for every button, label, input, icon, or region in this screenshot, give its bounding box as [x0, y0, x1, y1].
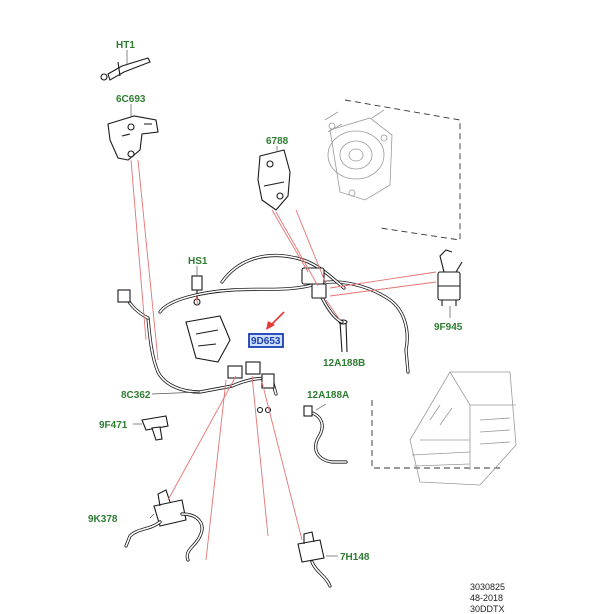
- label-leader-lines: [151, 391, 327, 411]
- part-6788-bracket: [257, 146, 291, 211]
- label-8c362: 8C362: [121, 390, 151, 401]
- part-9f945-solenoid: [437, 249, 463, 318]
- highlight-box-9d653: [248, 333, 284, 348]
- label-12a188b: 12A188B: [323, 358, 365, 369]
- dashed-reference-outline-lower: [371, 400, 500, 469]
- label-9f471: 9F471: [99, 420, 128, 431]
- footer-code-3: 30DDTX: [470, 604, 505, 614]
- part-9k378-valve: [124, 489, 204, 562]
- label-9f945: 9F945: [434, 322, 463, 333]
- main-wiring-harness: [117, 253, 410, 414]
- part-7h148-sensor: [297, 531, 338, 588]
- label-7h148: 7H148: [340, 552, 370, 563]
- part-ht1-sensor: [100, 50, 151, 81]
- label-hs1: HS1: [188, 256, 208, 267]
- part-6c693-bracket: [107, 104, 159, 161]
- red-arrow-icon: [266, 311, 285, 330]
- label-6788: 6788: [266, 136, 289, 147]
- footer-code-2: 48-2018: [470, 593, 503, 603]
- part-9f471-fitting: [133, 415, 169, 441]
- label-9d653: 9D653: [251, 336, 281, 347]
- part-12a188a-hose: [303, 405, 348, 464]
- label-9k378: 9K378: [88, 514, 118, 525]
- part-12a188b-hose: [338, 319, 348, 353]
- ghosted-air-cleaner: [409, 371, 517, 486]
- footer-code-1: 3030825: [470, 582, 505, 592]
- label-ht1: HT1: [116, 40, 135, 51]
- label-12a188a: 12A188A: [307, 390, 349, 401]
- dashed-reference-outline-upper: [344, 99, 461, 241]
- label-6c693: 6C693: [116, 94, 146, 105]
- locator-leader-lines: [130, 159, 437, 561]
- ghosted-vacuum-pump: [324, 109, 393, 201]
